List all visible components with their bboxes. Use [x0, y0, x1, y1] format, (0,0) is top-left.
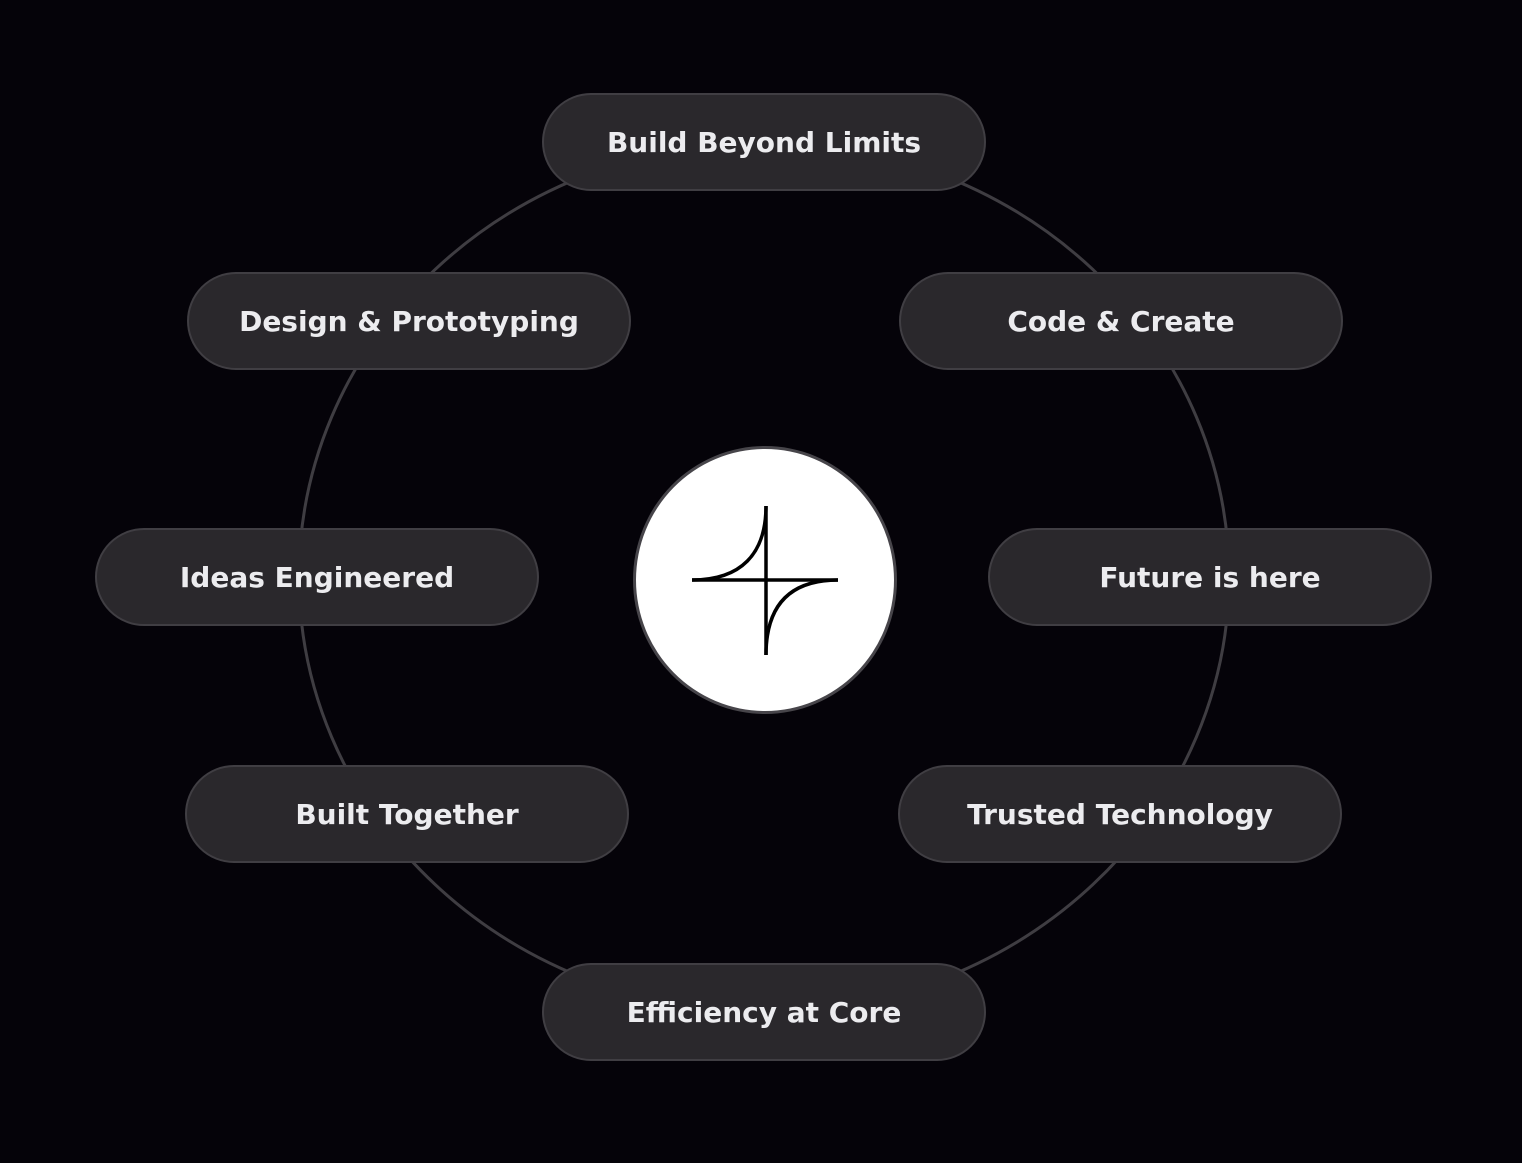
sparkle-logo-icon [691, 505, 839, 656]
item-built-together[interactable]: Built Together [185, 765, 629, 863]
item-build-beyond-limits[interactable]: Build Beyond Limits [542, 93, 986, 191]
item-trusted-technology[interactable]: Trusted Technology [898, 765, 1342, 863]
center-hub [633, 446, 897, 714]
item-code-and-create[interactable]: Code & Create [899, 272, 1343, 370]
item-design-and-prototyping[interactable]: Design & Prototyping [187, 272, 631, 370]
item-future-is-here[interactable]: Future is here [988, 528, 1432, 626]
item-ideas-engineered[interactable]: Ideas Engineered [95, 528, 539, 626]
item-efficiency-at-core[interactable]: Efficiency at Core [542, 963, 986, 1061]
